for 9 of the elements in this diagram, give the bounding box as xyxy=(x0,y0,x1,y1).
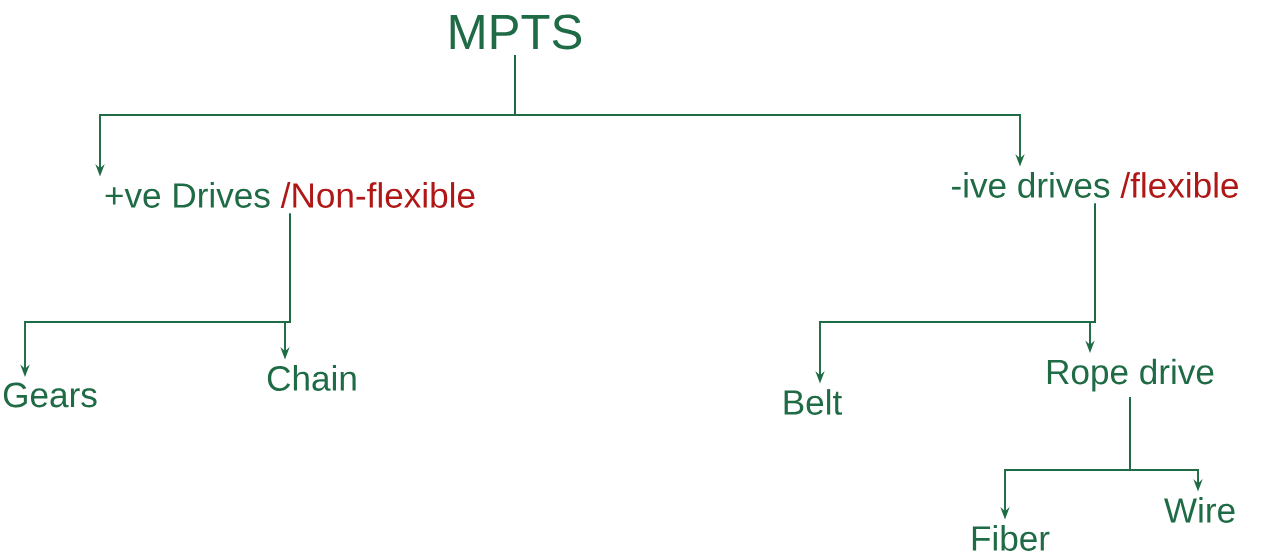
handwritten-label: MPTS xyxy=(450,14,582,50)
handwritten-label: Chain xyxy=(267,365,356,391)
handwritten-label: Fiber xyxy=(972,525,1050,551)
handwritten-label: +ve Drives /Non-flexible xyxy=(105,182,475,208)
handwritten-label: -ive drives /flexible xyxy=(952,172,1238,198)
handwritten-label: Wire xyxy=(1164,497,1235,523)
handwritten-label: Belt xyxy=(784,389,842,415)
handwritten-label: Rope drive xyxy=(1047,358,1214,392)
handwritten-label: Gears xyxy=(3,382,97,408)
